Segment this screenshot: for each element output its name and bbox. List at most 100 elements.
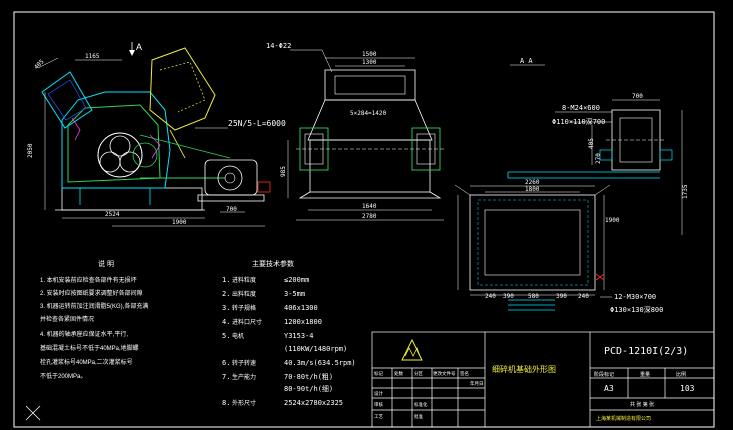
note-line: 3. 机器运转前加注润滑脂5(KG),各部充满 bbox=[40, 302, 148, 310]
plan-dim-270: 270 bbox=[595, 153, 602, 164]
note-line: 并检查各紧固件情况 bbox=[40, 315, 94, 323]
spec-label: 电机 bbox=[232, 332, 244, 340]
plan-dim-700: 700 bbox=[632, 93, 643, 100]
dim-2524: 2524 bbox=[105, 211, 120, 218]
spec-value: 1200x1800 bbox=[284, 318, 322, 326]
front-inner-dim: 5×284=1420 bbox=[350, 110, 387, 117]
scale-label-weight: 重量 bbox=[640, 371, 650, 378]
spec-value: 40.3m/s(634.5rpm) bbox=[284, 359, 356, 367]
spec-value: Y3153-4 bbox=[284, 332, 314, 340]
scale-label-ratio: 比例 bbox=[676, 371, 686, 378]
spec-num: 7. bbox=[222, 373, 230, 381]
side-view bbox=[37, 42, 271, 227]
drawing-name: 细碎机基础外形图 bbox=[492, 364, 556, 374]
front-dim-2780: 2780 bbox=[362, 213, 377, 220]
scale-label-stage: 阶段标记 bbox=[594, 371, 614, 378]
front-dim-985: 985 bbox=[280, 166, 287, 177]
note-line: 1. 本机安装前应检查各部件有无损坏 bbox=[40, 276, 137, 284]
spec-value: ≤200mm bbox=[284, 276, 309, 284]
spec-value: 80-90t/h(细) bbox=[284, 384, 333, 393]
plan-dim-1900: 1900 bbox=[605, 217, 620, 224]
dim-2050: 2050 bbox=[27, 143, 34, 158]
plan-dim-240b: 240 bbox=[578, 293, 589, 300]
rev-col: 分区 bbox=[414, 370, 423, 377]
spec-num: 2. bbox=[222, 290, 230, 298]
plan-dim-390b: 390 bbox=[556, 293, 567, 300]
plan-dim-2260: 2260 bbox=[525, 179, 540, 186]
role-labels: 设计 审核 工艺 批准 标准化 bbox=[374, 390, 428, 420]
spec-num: 5. bbox=[222, 332, 230, 340]
spec-label: 转子转速 bbox=[232, 359, 256, 367]
spec-num: 1. bbox=[222, 276, 230, 284]
specs-table: 1. 进料粒度 ≤200mm 2. 出料粒度 3-5mm 3. 转子规格 406… bbox=[222, 276, 356, 407]
plan-dim-580: 580 bbox=[528, 293, 539, 300]
company-logo bbox=[401, 338, 423, 361]
notes-list: 1. 本机安装前应检查各部件有无损坏 2. 安装时应按图纸要求调整好各部间隙 3… bbox=[40, 276, 148, 380]
rev-col: 更改文件号 bbox=[433, 370, 456, 377]
dim-700: 700 bbox=[226, 206, 237, 213]
spec-label: 生产能力 bbox=[232, 373, 256, 381]
spec-value: 406x1300 bbox=[284, 304, 318, 312]
plan-view bbox=[454, 64, 683, 311]
specs-title: 主要技术参数 bbox=[252, 259, 294, 268]
spec-num: 4. bbox=[222, 318, 230, 326]
plan-hole-note: Φ110×110深700 bbox=[552, 117, 605, 126]
spec-value: (110KW/1480rpm) bbox=[284, 345, 347, 353]
notes-title: 说 明 bbox=[98, 259, 114, 268]
front-dim-1640: 1640 bbox=[362, 203, 377, 210]
belt-note: 25N/5-L=6000 bbox=[228, 119, 286, 128]
role: 审核 bbox=[374, 401, 383, 408]
dim-405: 405 bbox=[33, 58, 46, 71]
front-view bbox=[287, 49, 444, 221]
note-line: 4. 机器的轴承座应保证水平,平行, bbox=[40, 330, 128, 338]
plan-title: A A bbox=[520, 57, 533, 65]
plan-dim-1735: 1735 bbox=[682, 184, 689, 199]
drawing-code: 103 bbox=[680, 384, 695, 393]
plan-hole-note-2: Φ130×130深800 bbox=[610, 305, 663, 314]
plan-bolt-note: 8-M24×600 bbox=[562, 104, 600, 112]
rev-col: 签名 bbox=[460, 370, 469, 377]
spec-label: 进料粒度 bbox=[232, 276, 256, 284]
spec-num: 3. bbox=[222, 304, 230, 312]
spec-num: 6. bbox=[222, 359, 230, 367]
role: 批准 bbox=[414, 413, 423, 420]
note-line: 栓孔灌浆标号40MPa,二次灌浆标号 bbox=[40, 358, 133, 366]
ucs-icon bbox=[25, 405, 41, 421]
front-bolt-note: 14-Φ22 bbox=[266, 42, 291, 50]
spec-value: 3-5mm bbox=[284, 290, 305, 298]
spec-label: 出料粒度 bbox=[232, 290, 256, 298]
paper-size: A3 bbox=[604, 384, 614, 393]
role: 标准化 bbox=[414, 401, 428, 408]
revision-headers: 标记 处数 分区 更改文件号 签名 年月日 bbox=[374, 370, 484, 387]
plan-bolt-note-2: 12-M30×700 bbox=[614, 293, 656, 301]
plan-dim-1800: 1800 bbox=[525, 186, 540, 193]
rev-col: 标记 bbox=[374, 370, 383, 377]
spec-value: 70-80t/h(粗) bbox=[284, 372, 333, 381]
rev-col: 处数 bbox=[394, 370, 403, 377]
spec-label: 外形尺寸 bbox=[232, 399, 256, 407]
section-mark: A bbox=[136, 42, 142, 52]
dim-1900: 1900 bbox=[172, 219, 187, 226]
title-block bbox=[371, 331, 715, 428]
plan-dim-240a: 240 bbox=[485, 293, 496, 300]
note-line: 不低于200MPa。 bbox=[40, 372, 86, 380]
note-line: 2. 安装时应按图纸要求调整好各部间隙 bbox=[40, 289, 143, 297]
front-dim-1500: 1500 bbox=[362, 51, 377, 58]
spec-num: 8. bbox=[222, 399, 230, 407]
spec-value: 2524x2780x2325 bbox=[284, 399, 343, 407]
front-dim-1300: 1300 bbox=[362, 59, 377, 66]
spec-label: 进料口尺寸 bbox=[232, 318, 262, 326]
rev-col: 年月日 bbox=[470, 380, 484, 387]
plan-dim-405: 405 bbox=[588, 138, 595, 149]
drawing-frame bbox=[13, 11, 715, 428]
sheet-info: 共 张 第 张 bbox=[630, 401, 654, 408]
role: 设计 bbox=[374, 390, 383, 397]
company-name: 上海某机械制造有限公司 bbox=[596, 415, 651, 422]
spec-label: 转子规格 bbox=[232, 304, 256, 312]
role: 工艺 bbox=[374, 414, 383, 419]
note-line: 基础混凝土标号不低于40MPa,地脚螺 bbox=[40, 344, 139, 352]
plan-dim-390a: 390 bbox=[503, 293, 514, 300]
drawing-number: PCD-1210I(2/3) bbox=[604, 346, 688, 357]
dim-1165: 1165 bbox=[85, 53, 100, 60]
